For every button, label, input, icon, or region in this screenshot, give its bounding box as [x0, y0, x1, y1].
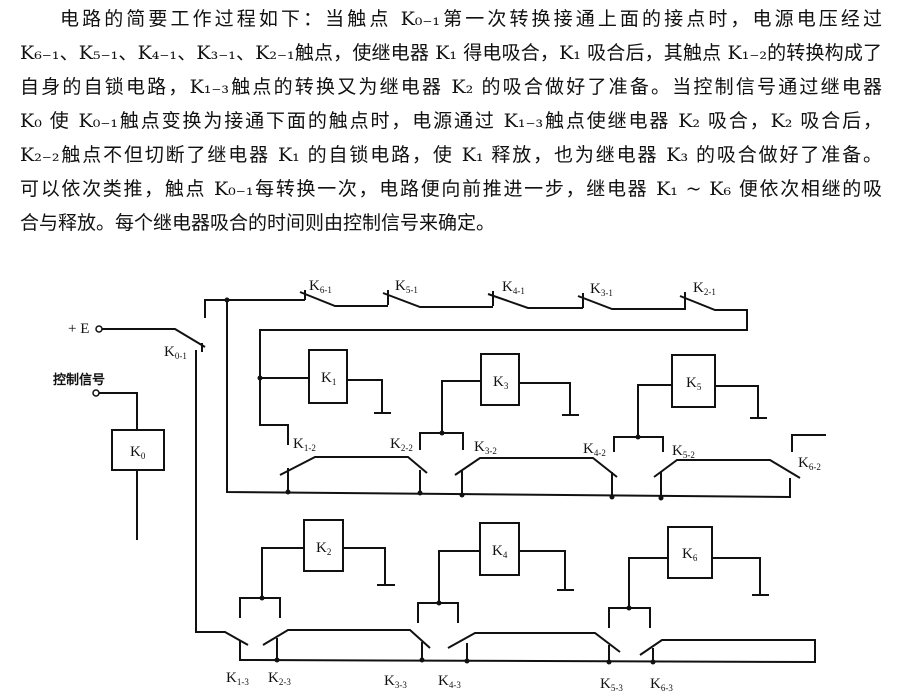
description-paragraph: 电路的简要工作过程如下：当触点 K₀₋₁第一次转换接通上面的接点时，电源电压经过…	[20, 2, 882, 240]
paragraph-line: K₂₋₂触点不但切断了继电器 K₁ 的自锁电路，使 K₁ 释放，也为继电器 K₃…	[20, 144, 882, 166]
contact-label-k5-1: K5-1	[395, 278, 418, 295]
contact-label-k6-1: K6-1	[309, 278, 332, 295]
relay-coil-k2	[303, 519, 344, 572]
contact-label-k5-3: K5-3	[600, 676, 623, 693]
coil-label-k4: K4	[492, 543, 508, 560]
paragraph-line: 可以依次类推，触点 K₀₋₁每转换一次，电路便向前推进一步，继电器 K₁ ~ K…	[20, 178, 882, 200]
relay-coil-k1	[308, 349, 348, 404]
paragraph-line: 自身的自锁电路，K₁₋₃触点的转换又为继电器 K₂ 的吸合做好了准备。当控制信号…	[20, 76, 882, 98]
coil-label-k5: K5	[686, 375, 702, 392]
contact-label-k3-2: K3-2	[474, 439, 497, 456]
paragraph-line: K₆₋₁、K₅₋₁、K₄₋₁、K₃₋₁、K₂₋₁触点，使继电器 K₁ 得电吸合，…	[20, 42, 882, 64]
contact-label-k1-2: K1-2	[293, 436, 316, 453]
contact-label-k2-2: K2-2	[390, 436, 413, 453]
contact-label-k4-1: K4-1	[502, 279, 525, 296]
coil-label-k6: K6	[682, 546, 698, 563]
contact-label-k6-2: K6-2	[798, 455, 821, 472]
wires	[92, 290, 826, 665]
relay-coil-k3	[480, 353, 520, 406]
coil-label-k3: K3	[493, 374, 509, 391]
contact-label-k1-3: K1-3	[226, 670, 249, 687]
contact-label-k3-3: K3-3	[384, 673, 407, 690]
contact-label-k3-1: K3-1	[590, 281, 613, 298]
contact-label-k4-2: K4-2	[583, 441, 606, 458]
contact-label-k6-3: K6-3	[650, 676, 673, 693]
coil-label-k1: K1	[321, 370, 336, 387]
control-signal-label: 控制信号	[53, 372, 105, 388]
relay-coil-k5	[671, 354, 716, 408]
relay-coil-k6	[667, 526, 713, 579]
coil-label-k0: K0	[130, 444, 146, 461]
paragraph-line: K₀ 使 K₀₋₁触点变换为接通下面的触点时，电源通过 K₁₋₃触点使继电器 K…	[20, 110, 882, 132]
contact-label-k2-3: K2-3	[268, 670, 291, 687]
supply-label: + E	[68, 321, 89, 337]
paragraph-line: 电路的简要工作过程如下：当触点 K₀₋₁第一次转换接通上面的接点时，电源电压经过	[60, 8, 882, 30]
relay-coil-k4	[479, 522, 520, 576]
contact-label-k2-1: K2-1	[693, 280, 716, 297]
relay-coil-k0	[111, 429, 165, 471]
contact-label-k5-2: K5-2	[672, 443, 695, 460]
coil-label-k2: K2	[316, 540, 331, 557]
contact-label-k4-3: K4-3	[438, 673, 461, 690]
paragraph-line: 合与释放。每个继电器吸合的时间则由控制信号来确定。	[20, 212, 496, 234]
contact-label-k0-1: K0-1	[164, 344, 187, 361]
